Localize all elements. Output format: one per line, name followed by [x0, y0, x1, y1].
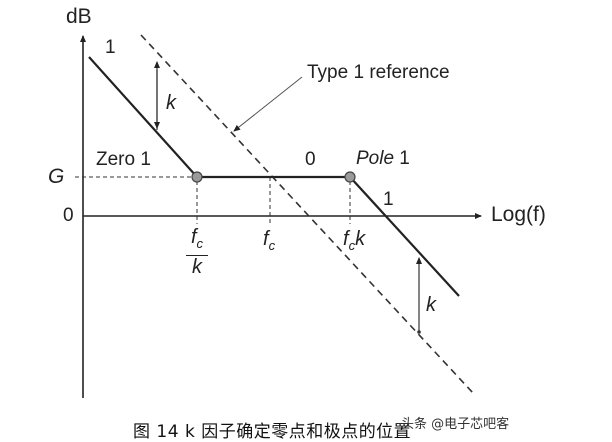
x-axis-label: Log(f)	[491, 203, 546, 226]
y-axis-label: dB	[66, 5, 92, 28]
zero-label: Zero 1	[96, 149, 151, 170]
pole-label-text: Pole	[356, 148, 395, 169]
k-lower-label: k	[426, 294, 436, 316]
slope-left-label: 1	[105, 37, 116, 58]
origin-label: 0	[63, 205, 74, 226]
pole-label-num: 1	[394, 148, 410, 169]
slope-right-label: 1	[383, 189, 394, 210]
compensator-response-curve	[88, 56, 460, 297]
zero-freq-tick: fc k	[184, 227, 210, 277]
center-freq-tick: fc	[263, 228, 276, 253]
slope-mid-label: 0	[305, 149, 316, 170]
type1-reference-line	[140, 34, 474, 394]
pole-label: Pole 1	[356, 149, 410, 168]
reference-label: Type 1 reference	[307, 62, 450, 83]
k-upper-label: k	[166, 92, 176, 114]
watermark: 头条 @电子芯吧客	[401, 417, 510, 432]
gain-label: G	[48, 165, 65, 188]
zero-marker	[191, 171, 203, 183]
pole-freq-tick: fck	[343, 228, 366, 253]
figure-caption: 图 14 k 因子确定零点和极点的位置	[133, 422, 412, 442]
reference-pointer	[233, 76, 303, 132]
pole-marker	[344, 171, 356, 183]
